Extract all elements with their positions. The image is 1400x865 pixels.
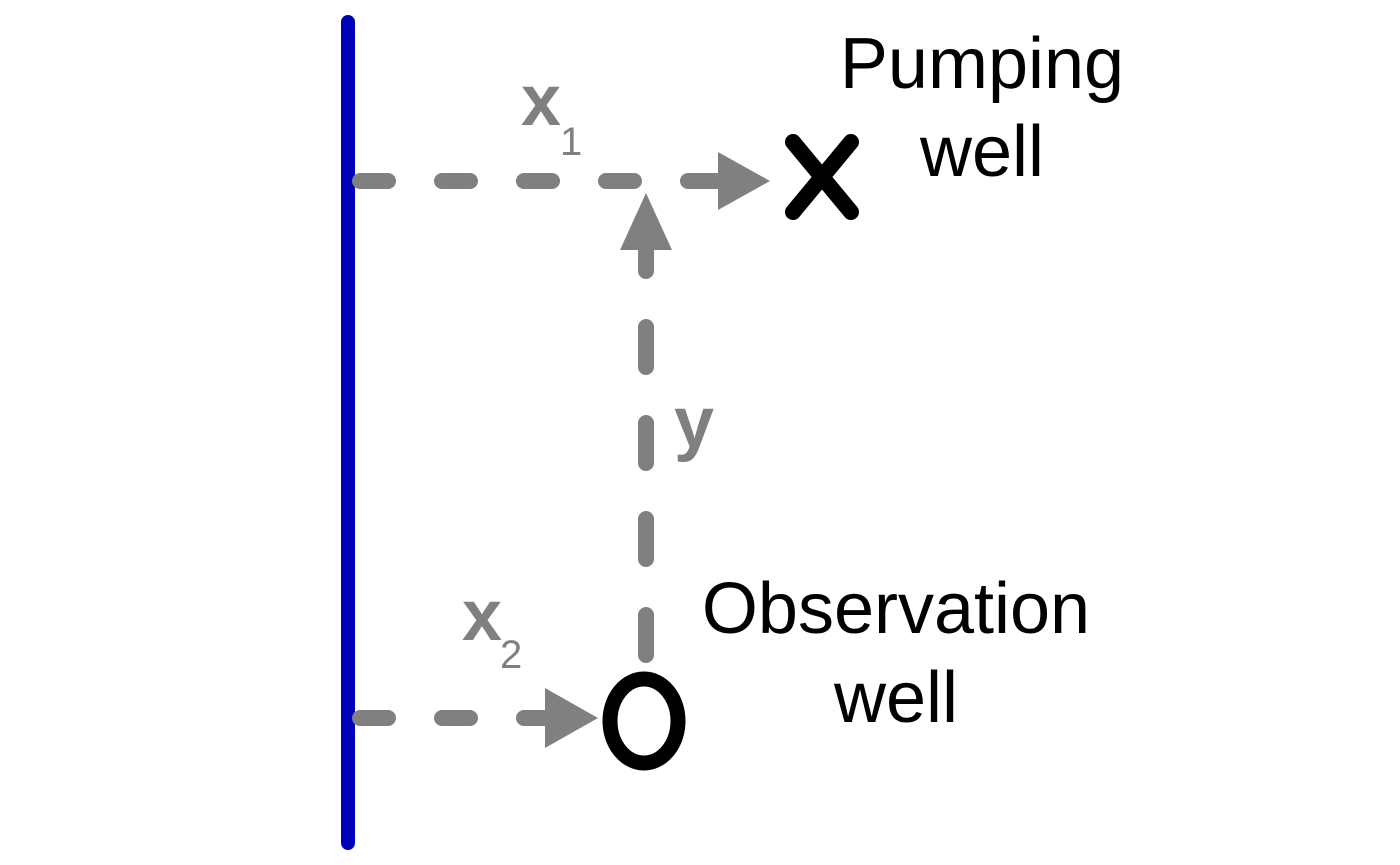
x1-label: x	[521, 61, 561, 141]
x-cross-icon	[785, 134, 859, 220]
pumping-well-label-line1: Pumping	[840, 24, 1124, 104]
x2-label-subscript: 2	[500, 633, 522, 677]
x2-label-base: x	[462, 576, 502, 656]
observation-well-label-line2: well	[833, 658, 958, 738]
x2-arrowhead	[545, 688, 598, 748]
x1-label-subscript: 1	[560, 120, 582, 164]
circle-icon	[602, 671, 686, 771]
y-label: y	[674, 383, 714, 463]
x1-arrowhead	[718, 152, 770, 210]
x1-label-base: x	[521, 61, 561, 141]
pumping-well-label-line2: well	[919, 112, 1044, 192]
x2-label: x	[462, 576, 502, 656]
y-arrowhead	[620, 193, 672, 250]
observation-well-label-line1: Observation	[702, 569, 1090, 649]
